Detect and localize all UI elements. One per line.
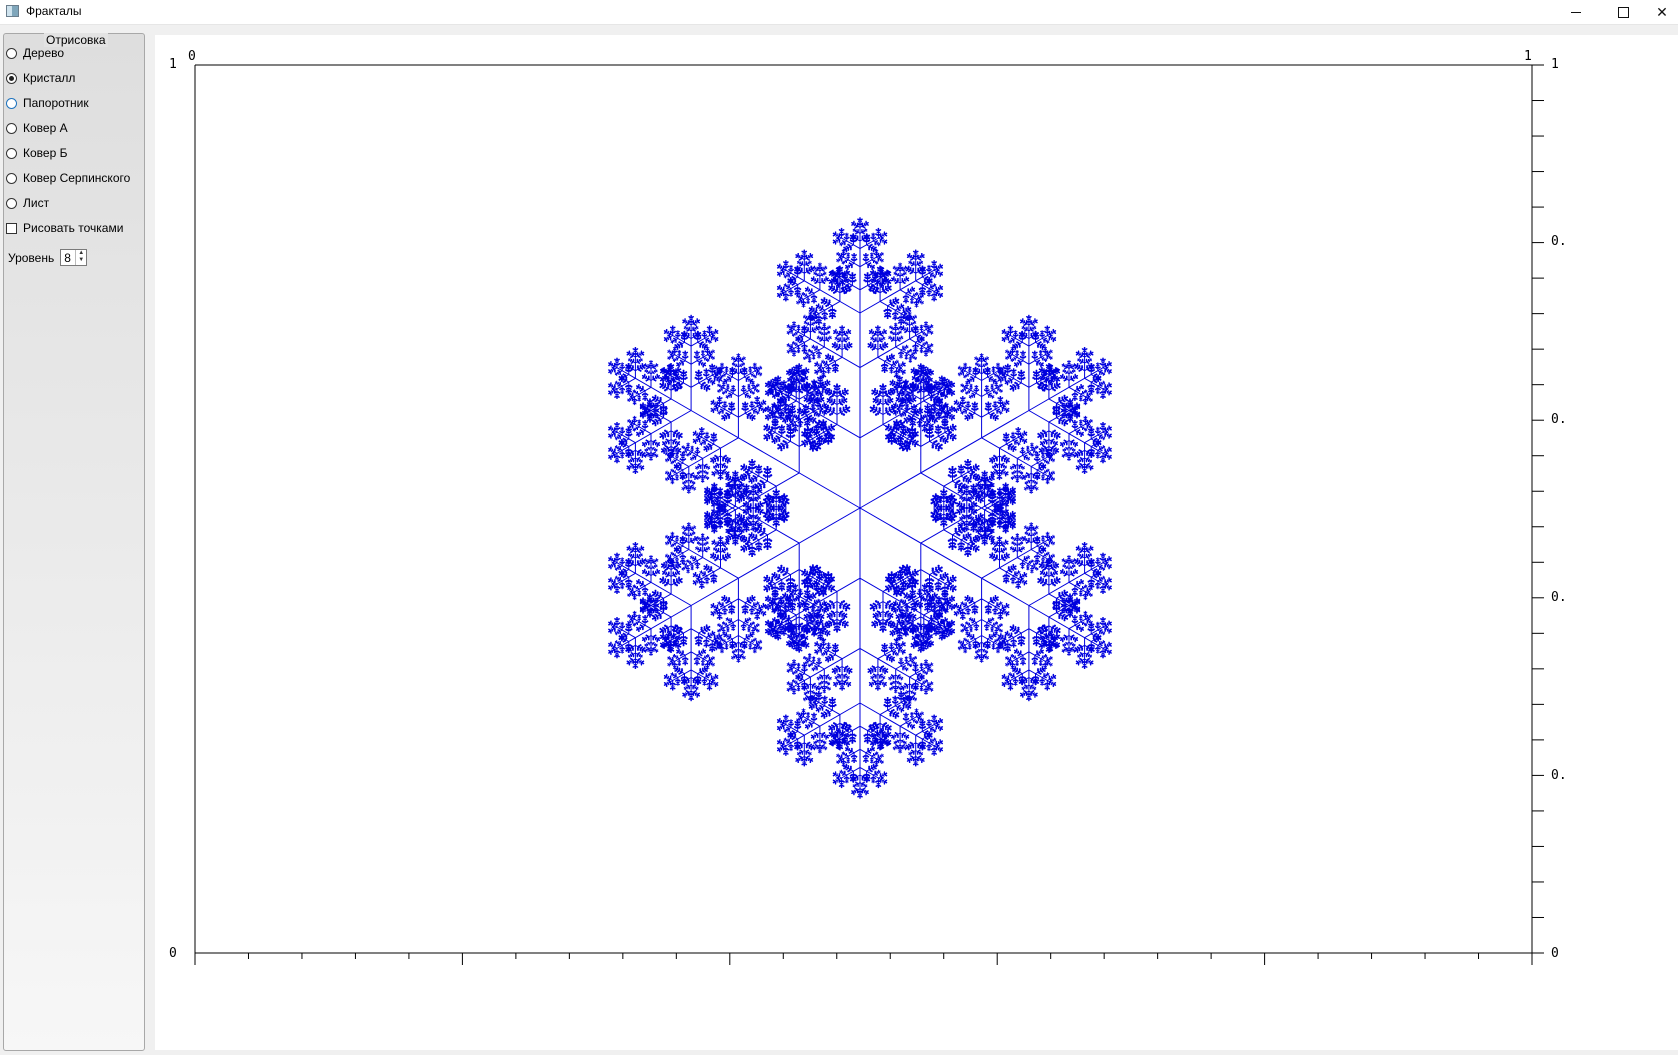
spin-down-icon[interactable]: ▼ — [78, 257, 85, 263]
radio-sierpinski-carpet[interactable]: Ковер Серпинского — [6, 170, 130, 186]
maximize-icon — [1617, 6, 1629, 18]
top-axis-label-left: 0 — [188, 49, 196, 64]
right-axis-label-4: 0. — [1551, 768, 1567, 783]
radio-label: Лист — [23, 196, 50, 210]
draw-points-checkbox[interactable]: Рисовать точками — [6, 220, 123, 236]
radio-label: Ковер А — [23, 121, 68, 135]
fractal-path — [608, 217, 1112, 799]
app-icon — [6, 5, 19, 17]
radio-label: Дерево — [23, 46, 65, 60]
level-value: 8 — [64, 251, 71, 265]
radio-leaf[interactable]: Лист — [6, 195, 49, 211]
close-button[interactable]: ✕ — [1646, 0, 1678, 24]
radio-indicator[interactable] — [6, 172, 17, 184]
radio-carpet-b[interactable]: Ковер Б — [6, 145, 67, 161]
right-axis-label-3: 0. — [1551, 590, 1567, 605]
plot-axes: 1 0 0 1 1 0. 0. 0. 0. 0 — [169, 49, 1567, 965]
radio-indicator[interactable] — [6, 197, 17, 209]
radio-tree[interactable]: Дерево — [6, 45, 64, 61]
title-bar: Фракталы ✕ — [0, 0, 1678, 25]
radio-crystal[interactable]: Кристалл — [6, 70, 75, 86]
minimize-button[interactable] — [1553, 0, 1599, 24]
right-ticks — [1532, 64, 1544, 954]
checkbox-label: Рисовать точками — [23, 221, 124, 235]
plot-canvas[interactable]: 1 0 0 1 1 0. 0. 0. 0. 0 — [155, 35, 1678, 1050]
spin-up-icon[interactable]: ▲ — [78, 250, 85, 256]
level-row: Уровень 8 ▲ ▼ — [8, 249, 88, 266]
right-axis-label-2: 0. — [1551, 412, 1567, 427]
bottom-ticks — [194, 953, 1533, 965]
right-axis-label-5: 0 — [1551, 946, 1559, 961]
render-options-group — [3, 33, 145, 1051]
plot-svg: 1 0 0 1 1 0. 0. 0. 0. 0 — [169, 49, 1567, 965]
group-title: Отрисовка — [44, 33, 108, 47]
level-spinbox[interactable]: 8 ▲ ▼ — [60, 249, 88, 266]
radio-label: Ковер Б — [23, 146, 68, 160]
top-axis-label-right: 1 — [1524, 49, 1532, 64]
radio-indicator[interactable] — [6, 97, 17, 109]
right-axis-label-0: 1 — [1551, 57, 1559, 72]
crystal-fractal — [608, 217, 1112, 799]
radio-indicator[interactable] — [6, 147, 17, 159]
radio-indicator[interactable] — [6, 72, 17, 84]
radio-fern[interactable]: Папоротник — [6, 95, 89, 111]
minimize-icon — [1571, 11, 1581, 13]
radio-label: Папоротник — [23, 96, 89, 110]
maximize-button[interactable] — [1600, 0, 1646, 24]
window-title: Фракталы — [26, 4, 82, 18]
left-axis-label-top: 1 — [169, 57, 177, 72]
checkbox-indicator[interactable] — [6, 222, 17, 234]
radio-label: Кристалл — [23, 71, 76, 85]
radio-carpet-a[interactable]: Ковер А — [6, 120, 68, 136]
level-label: Уровень — [8, 250, 55, 265]
radio-indicator[interactable] — [6, 47, 17, 59]
radio-label: Ковер Серпинского — [23, 171, 131, 185]
right-axis-label-1: 0. — [1551, 234, 1567, 249]
spin-arrows[interactable]: ▲ ▼ — [75, 250, 86, 265]
radio-indicator[interactable] — [6, 122, 17, 134]
close-icon: ✕ — [1656, 3, 1668, 20]
left-axis-label-bottom: 0 — [169, 946, 177, 961]
